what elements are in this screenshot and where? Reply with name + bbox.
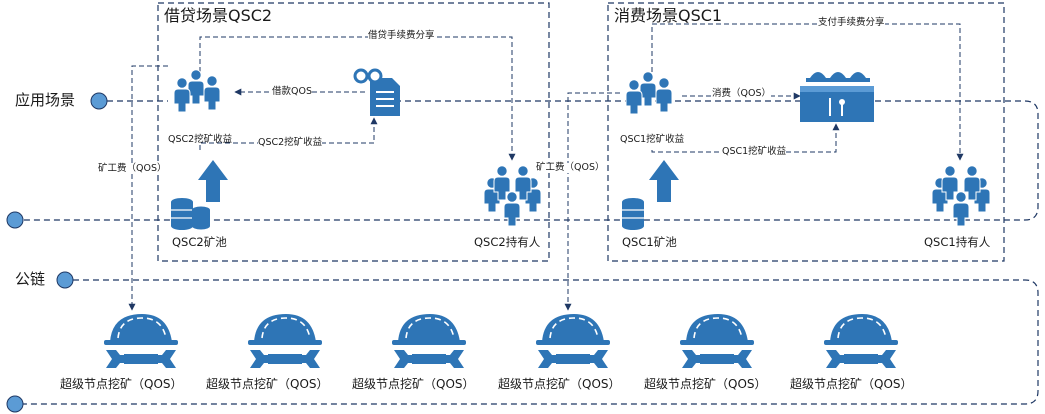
pay-fee-share-label: 支付手续费分享 bbox=[818, 17, 885, 28]
consume-scenario-box bbox=[607, 2, 1005, 262]
loan-fee-share-label: 借贷手续费分享 bbox=[368, 30, 435, 41]
qsc2-holders-icon bbox=[483, 165, 542, 227]
loan-users-icon bbox=[173, 69, 221, 113]
loan-fee-share-arrow bbox=[199, 36, 516, 161]
pay-fee-share-arrow bbox=[651, 23, 964, 161]
qsc1-pool-label: QSC1矿池 bbox=[622, 235, 677, 249]
qsc1-income-label-2: QSC1挖矿收益 bbox=[722, 146, 787, 157]
qsc2-income-arrow bbox=[199, 117, 378, 150]
app-layer-end-dot bbox=[6, 211, 24, 229]
miner-label: 超级节点挖矿（QOS） bbox=[60, 377, 183, 391]
miner-icon bbox=[247, 313, 323, 369]
qsc1-income-arrow bbox=[651, 123, 840, 153]
miner-label: 超级节点挖矿（QOS） bbox=[498, 377, 621, 391]
qsc1-pool-icon bbox=[622, 160, 679, 230]
chain-layer-loop bbox=[22, 279, 1039, 405]
qsc2-holder-label: QSC2持有人 bbox=[474, 235, 541, 249]
miner-icon bbox=[103, 313, 179, 369]
loan-scenario-title: 借贷场景QSC2 bbox=[164, 6, 273, 25]
qsc1-holder-label: QSC1持有人 bbox=[924, 235, 991, 249]
miner-label: 超级节点挖矿（QOS） bbox=[644, 377, 767, 391]
miner-fee-right-label: 矿工费（QOS） bbox=[536, 162, 605, 173]
chain-layer-label: 公链 bbox=[15, 270, 46, 288]
miner-label: 超级节点挖矿（QOS） bbox=[790, 377, 913, 391]
miner-label: 超级节点挖矿（QOS） bbox=[352, 377, 475, 391]
qsc1-holders-icon bbox=[931, 165, 991, 227]
qsc2-pool-icon bbox=[171, 160, 228, 230]
qsc1-income-label-1: QSC1挖矿收益 bbox=[620, 134, 685, 145]
loan-document-icon bbox=[353, 68, 400, 116]
qsc2-pool-label: QSC2矿池 bbox=[172, 235, 227, 249]
loan-scenario-box bbox=[157, 2, 550, 262]
miner-icon bbox=[679, 313, 755, 369]
chain-layer-dot bbox=[56, 271, 74, 289]
miner-fee-left-arrow bbox=[128, 65, 168, 311]
miner-icon bbox=[535, 313, 611, 369]
miner-fee-right-arrow bbox=[564, 92, 620, 311]
consume-users-icon bbox=[625, 71, 673, 115]
app-layer-label: 应用场景 bbox=[15, 91, 76, 109]
qsc2-income-label-1: QSC2挖矿收益 bbox=[168, 134, 233, 145]
miner-icon bbox=[823, 313, 899, 369]
consume-store-icon bbox=[800, 72, 874, 122]
qsc2-income-label-2: QSC2挖矿收益 bbox=[258, 137, 323, 148]
consume-scenario-title: 消费场景QSC1 bbox=[614, 6, 723, 25]
miner-label: 超级节点挖矿（QOS） bbox=[206, 377, 329, 391]
miner-icon bbox=[391, 313, 467, 369]
consume-qos-label: 消费（QOS） bbox=[712, 88, 771, 99]
chain-layer-end-dot bbox=[6, 395, 24, 413]
loan-qos-label: 借款QOS bbox=[272, 86, 312, 97]
app-layer-dot bbox=[90, 92, 108, 110]
miner-fee-left-label: 矿工费（QOS） bbox=[98, 163, 167, 174]
app-layer-loop bbox=[22, 100, 1039, 221]
